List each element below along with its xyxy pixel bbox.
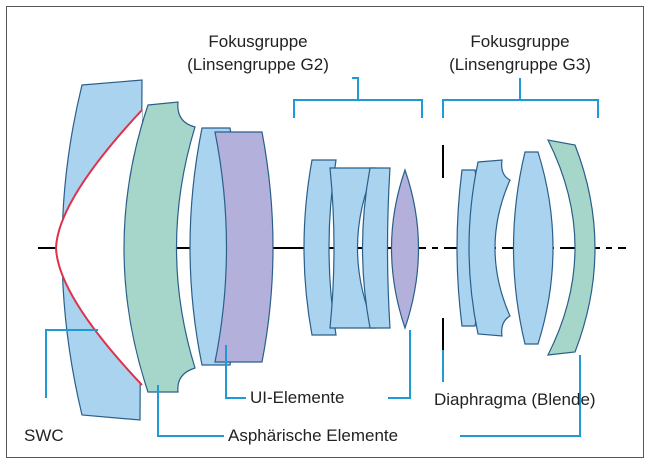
lens-g2-ui	[390, 168, 420, 330]
bracket-g3	[442, 99, 599, 118]
lens-g3-third	[512, 151, 554, 345]
bracket-g2	[293, 99, 423, 118]
swc-label: SWC	[24, 426, 64, 445]
callout-ui-left	[225, 345, 246, 399]
lens-g3-second	[468, 159, 511, 337]
callout-ui-right	[388, 330, 411, 399]
bracket-g2-connector	[352, 77, 359, 100]
focus-g2-title: Fokusgruppe	[208, 32, 308, 51]
lens-element-4-ui	[214, 131, 274, 363]
aspherical-elements-label: Asphärische Elemente	[228, 426, 399, 445]
callout-asph-right	[460, 355, 581, 437]
focus-g2-subtitle: (Linsengruppe G2)	[187, 55, 329, 74]
focus-g3-title: Fokusgruppe	[470, 32, 570, 51]
focus-g3-subtitle: (Linsengruppe G3)	[449, 55, 591, 74]
ui-elements-label: UI-Elemente	[250, 388, 345, 407]
swc-coating	[54, 109, 143, 386]
lens-element-2-aspherical	[123, 101, 196, 393]
lens-g2-front	[303, 159, 337, 336]
lens-g2-thin	[361, 167, 391, 329]
lens-g3-aspherical	[546, 139, 596, 356]
callout-swc	[45, 329, 98, 398]
diaphragm-label: Diaphragma (Blende)	[434, 390, 596, 409]
callout-asph-left	[157, 385, 224, 437]
